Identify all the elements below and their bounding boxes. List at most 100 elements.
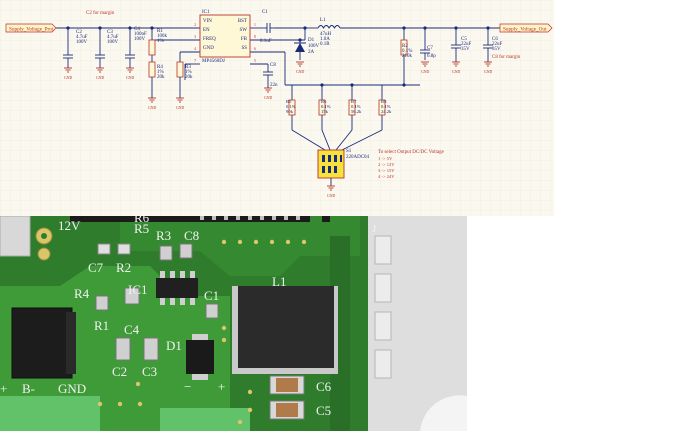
schematic-drawing: Supply_Voltage_Prot Supply_Voltage_Out C… [0, 0, 554, 216]
silk-l1: L1 [272, 274, 286, 289]
cap-c6-symbol [483, 44, 493, 62]
cap-c7-ref: C7 [427, 46, 433, 51]
gnd-label-d1: GND [296, 70, 304, 74]
silk-gnd: GND [58, 381, 86, 396]
silk-12v: 12V [58, 218, 81, 233]
voltage-table-row-2: 2 -> 12V [378, 162, 395, 167]
silk-c7: C7 [88, 260, 104, 275]
cap-c2-rating: 100V [76, 40, 88, 45]
junction-dots [66, 26, 490, 87]
gnd-label-c3: GND [96, 76, 104, 80]
ic1-pin-vin: VIN [203, 19, 212, 24]
cap-c3-ref: C3 [107, 30, 113, 35]
via-dots [97, 239, 307, 425]
resistor-r6-value: 15k [321, 109, 329, 114]
resistor-r7-value: 56.2k [351, 109, 362, 114]
silk-c6: C6 [316, 379, 332, 394]
switch-s1-body [317, 149, 345, 179]
silk-c1: C1 [204, 288, 219, 303]
resistor-r5-tol: 0.1% [286, 104, 296, 109]
cap-c6-ref: C6 [492, 37, 498, 42]
cap-c2-symbol [63, 54, 73, 68]
cap-c7-symbol [420, 49, 430, 60]
resistor-r2-value: 210k [402, 54, 413, 59]
ic1-pinnum-7: 7 [194, 59, 196, 63]
voltage-table-title: To select Output DC/DC Voltage [378, 150, 445, 155]
cap-c1-symbol [262, 23, 275, 33]
resistor-r2-body [400, 39, 408, 56]
connector-b-gnd-side [66, 312, 76, 374]
gnd-label-c6: GND [484, 70, 492, 74]
silk-c5: C5 [316, 403, 331, 418]
resistor-r7-body [348, 99, 356, 116]
pin-header-end [322, 216, 330, 222]
ic1-package [156, 278, 198, 298]
resistor-r6-ref: R6 [321, 99, 327, 104]
output-port-label: Supply_Voltage_Out [503, 27, 547, 33]
silk-r1: R1 [94, 318, 109, 333]
switch-s1-ref: S1 [346, 149, 352, 154]
silk-plus-right: + [218, 379, 225, 394]
via-12v-2 [37, 247, 51, 261]
ic1-pin-sw: SW [240, 28, 248, 33]
smd-parts [95, 243, 305, 420]
copper-pour-top [120, 216, 360, 276]
resistor-r3-value: 20k [185, 75, 193, 80]
via-12v-hole [41, 233, 47, 239]
gnd-label-r3: GND [176, 106, 184, 110]
input-port-label: Supply_Voltage_Prot [9, 27, 54, 33]
silk-ic1: IC1 [128, 282, 148, 297]
schematic-panel: Supply_Voltage_Prot Supply_Voltage_Out C… [0, 0, 554, 216]
ic1-part: MP4560DJ [202, 59, 225, 64]
resistor-r4-value: 20k [157, 75, 165, 80]
diode-d1-package [186, 340, 214, 374]
ic1-pinnum-1: 1 [254, 23, 256, 27]
ic1-body [199, 14, 251, 58]
silk-d1: D1 [166, 338, 182, 353]
silk-c2: C2 [112, 364, 127, 379]
note-c2-margin: C2 for margin [86, 11, 115, 16]
input-port-flag [5, 23, 57, 33]
ic1-pin-bst: BST [238, 19, 247, 24]
silk-r5: R5 [134, 221, 149, 236]
pcb-3d-panel: 12V R6 R5 R3 C8 C7 R2 R4 IC1 C1 L1 R1 C4… [0, 210, 467, 431]
cap-c4-symbol [125, 54, 135, 68]
silk-minus: − [184, 379, 191, 394]
gnd-label-c4: GND [126, 76, 134, 80]
resistor-r4-ref: R4 [157, 65, 163, 70]
inductor-l1-ref: L1 [320, 18, 326, 23]
silk-plus-left: + [0, 381, 7, 396]
silk-c4: C4 [124, 322, 140, 337]
ic1-pinnum-3: 3 [194, 35, 196, 39]
ic1-ref: IC1 [202, 10, 210, 15]
pin-header-pins [200, 216, 300, 220]
ic1-pinnum-6: 6 [254, 47, 256, 51]
ic1-leads [160, 271, 195, 305]
cap-c1-value: 0.1uF [260, 39, 272, 44]
connector-j-curve [420, 395, 467, 431]
copper-pour-left [0, 266, 230, 431]
inductor-l1-body [238, 286, 334, 368]
silk-b-minus: B- [22, 381, 35, 396]
resistor-r1-body [148, 39, 156, 56]
terminal-block-bottom [0, 396, 100, 431]
resistor-r4-tol: 1% [157, 70, 164, 75]
resistor-r7-ref: R7 [351, 99, 357, 104]
copper-trace-right [330, 236, 350, 431]
cap-c4-value: 100nF [134, 32, 147, 37]
resistor-r4-body [148, 61, 156, 78]
cap-c5-ref: C5 [461, 37, 467, 42]
resistor-r8-tol: 0.1% [381, 104, 391, 109]
diode-d1-ref: D1 [308, 38, 315, 43]
cap-c8-value: 22n [270, 83, 278, 88]
voltage-table-row-1: 1 -> 5V [378, 156, 393, 161]
diode-d1-voltage: 100V [308, 44, 320, 49]
inductor-l1-resistance: 0.1R [320, 42, 330, 47]
cap-c5-rating: 35V [461, 47, 470, 52]
voltage-table-row-4: 4 -> 24V [378, 174, 395, 179]
resistor-r5-ref: R5 [286, 99, 292, 104]
resistor-r6-tol: 0.1% [321, 104, 331, 109]
pin-header-strip [70, 216, 310, 222]
resistor-r8-body [378, 99, 386, 116]
